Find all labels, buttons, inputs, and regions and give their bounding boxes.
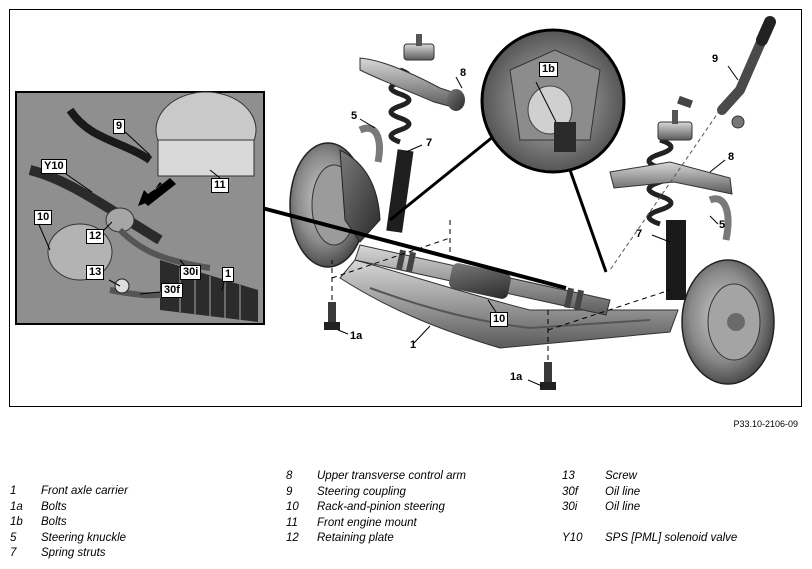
legend-number: 9 [286, 485, 293, 498]
legend-number: Y10 [562, 532, 583, 544]
legend-item: 10 Rack-and-pinion steering [286, 501, 546, 517]
legend-description: Oil line [605, 485, 641, 498]
right-upper-control-arm [609, 161, 733, 195]
legend-item: 11 Front engine mount [286, 517, 546, 533]
legend-item: 7 Spring struts [10, 547, 230, 563]
legend-item: 30f Oil line [562, 486, 802, 502]
legend-description: Screw [605, 470, 637, 482]
inset-callout-30i: 30i [180, 265, 202, 280]
steering-coupling [609, 16, 776, 271]
legend-number: 30i [562, 501, 578, 513]
inset-callout-12: 12 [86, 229, 105, 244]
front-axle-carrier [339, 259, 679, 349]
legend-description: Steering coupling [317, 485, 406, 498]
legend-description: Rack-and-pinion steering [317, 501, 445, 513]
legend-description: Steering knuckle [41, 531, 127, 544]
legend-description: Retaining plate [317, 532, 394, 544]
legend-item: 1 Front axle carrier [10, 485, 230, 501]
inset-callout-11: 11 [211, 178, 229, 193]
inset-callout-1: 1 [222, 267, 235, 282]
legend-number: 1a [10, 500, 23, 513]
legend-column-2: 8 Upper transverse control arm 9 Steering … [286, 470, 546, 548]
callout-1a-bottom-bolt: 1a [510, 371, 523, 383]
left-bolt-1a [324, 302, 340, 330]
legend-item: 9 Steering coupling [286, 486, 546, 502]
callout-1a-left-bolt: 1a [350, 330, 363, 342]
legend-number: 1 [10, 485, 17, 497]
legend-number: 11 [286, 516, 298, 529]
legend-item: 1a Bolts [10, 501, 230, 517]
inset-callout-30f: 30f [161, 283, 183, 298]
callout-1-axle-carrier: 1 [410, 339, 417, 351]
callout-5-left-knuckle: 5 [351, 110, 358, 122]
legend-description: SPS [PML] solenoid valve [605, 532, 738, 544]
callout-10-rack: 10 [490, 312, 509, 327]
legend-description: Upper transverse control arm [317, 470, 466, 482]
legend-item: 13 Screw [562, 470, 802, 486]
legend-description: Bolts [41, 500, 67, 513]
callout-7-left-strut: 7 [426, 137, 433, 149]
legend-item: 5 Steering knuckle [10, 532, 230, 548]
callout-1b-bolts: 1b [539, 62, 558, 77]
legend-description: Front engine mount [317, 516, 417, 529]
inset-callout-y10: Y10 [41, 159, 67, 174]
rack-boots [395, 249, 585, 311]
inset-callout-9: 9 [113, 119, 126, 134]
legend-description: Bolts [41, 516, 67, 528]
legend-number: 10 [286, 501, 299, 513]
legend-item: 8 Upper transverse control arm [286, 470, 546, 486]
inset-callout-13: 13 [86, 265, 105, 280]
legend-item: 1b Bolts [10, 516, 230, 532]
legend-number: 7 [10, 547, 17, 559]
left-strut-body [386, 149, 414, 233]
legend-item: 30i Oil line [562, 501, 802, 517]
legend-description: Oil line [605, 501, 641, 513]
legend-number: 12 [286, 532, 299, 544]
inset-callout-10: 10 [34, 210, 53, 225]
left-steering-knuckle [339, 149, 381, 243]
legend-number: 1b [10, 516, 23, 528]
legend-item [562, 517, 802, 533]
figure-reference-code: P33.10-2106-09 [733, 419, 798, 429]
detail-circle-1b [480, 28, 626, 174]
figure-frame: 9 8 1b 5 7 8 5 7 10 1 1a 1a 9 Y10 11 10 … [9, 9, 802, 407]
bottom-bolt-1a [540, 362, 556, 390]
legend-item: 12 Retaining plate [286, 532, 546, 548]
legend-item: Y10 SPS [PML] solenoid valve [562, 532, 802, 548]
legend-number: 5 [10, 531, 17, 544]
front-axle-illustration [15, 16, 776, 390]
legend-number: 8 [286, 470, 293, 482]
legend-description: Spring struts [41, 547, 106, 559]
callout-8-right-upper-arm: 8 [728, 151, 735, 163]
legend-number: 13 [562, 470, 575, 482]
callout-9-steering-coupling: 9 [712, 53, 719, 65]
callout-7-right-strut: 7 [636, 228, 643, 240]
callout-8-left-upper-arm: 8 [460, 67, 467, 79]
inset-photo [15, 91, 265, 325]
legend-number: 30f [562, 485, 578, 498]
legend-description: Front axle carrier [41, 485, 128, 497]
callout-5-right-knuckle: 5 [719, 219, 726, 231]
right-strut-body [666, 220, 686, 300]
